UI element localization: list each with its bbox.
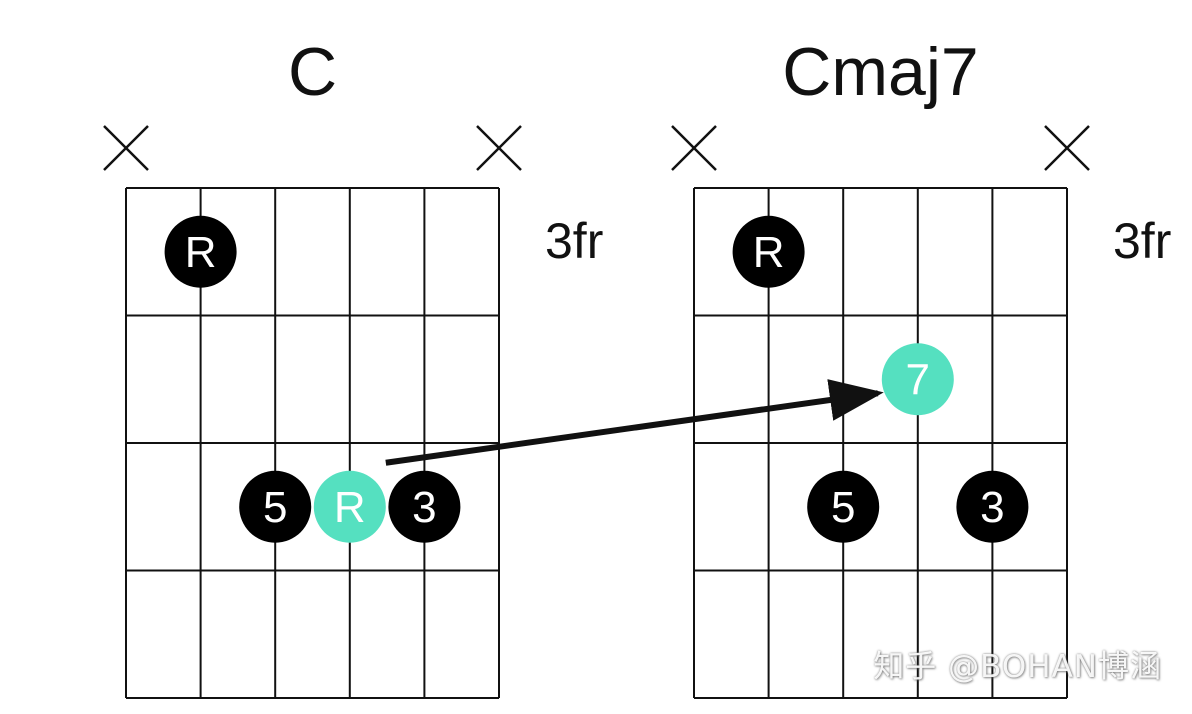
chord-title: C	[288, 34, 337, 110]
finger-dot-circle	[164, 215, 237, 288]
finger-dot-circle	[881, 343, 954, 416]
muted-string-marker	[1044, 125, 1090, 171]
finger-dot-label: R	[753, 228, 785, 277]
finger-dot-label: 7	[906, 355, 930, 404]
transition-arrow	[385, 379, 884, 466]
finger-dot: 3	[956, 470, 1029, 543]
finger-dot-circle	[313, 470, 386, 543]
finger-dot-circle	[956, 470, 1029, 543]
finger-dot: R	[164, 215, 237, 288]
fret-position-label: 3fr	[1113, 213, 1171, 269]
finger-dot-circle	[807, 470, 880, 543]
finger-dot: 7	[881, 343, 954, 416]
chord-diagram-cmaj7: Cmaj7 3fr R 7 5 3	[671, 34, 1171, 699]
finger-dot-label: 3	[980, 483, 1004, 532]
finger-dot-label: 5	[831, 483, 855, 532]
finger-dot: R	[313, 470, 386, 543]
finger-dot-label: 5	[263, 483, 287, 532]
finger-dot-circle	[732, 215, 805, 288]
fret-position-label: 3fr	[545, 213, 603, 269]
finger-dot: 5	[239, 470, 312, 543]
finger-dot: 5	[807, 470, 880, 543]
finger-dot: R	[732, 215, 805, 288]
finger-dot: 3	[388, 470, 461, 543]
muted-string-marker	[671, 125, 717, 171]
finger-dot-label: 3	[412, 483, 436, 532]
muted-string-marker	[103, 125, 149, 171]
muted-string-marker	[476, 125, 522, 171]
finger-dot-circle	[388, 470, 461, 543]
finger-dot-circle	[239, 470, 312, 543]
chord-title: Cmaj7	[782, 34, 979, 110]
finger-dot-label: R	[334, 483, 366, 532]
watermark: 知乎 @BOHAN博涵	[873, 649, 1162, 685]
finger-dot-label: R	[185, 228, 217, 277]
